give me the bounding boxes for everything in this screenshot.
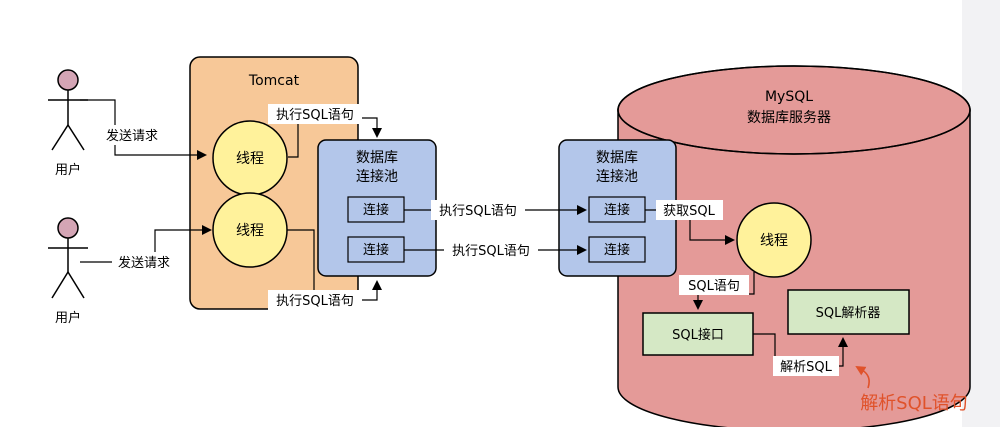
request-label-2: 发送请求 <box>118 255 170 271</box>
sql-parser-box <box>787 289 910 335</box>
sql-interface-label: SQL接口 <box>672 327 724 343</box>
conn-label-2: 执行SQL语句 <box>452 244 530 259</box>
tomcat-connection-1 <box>347 196 405 223</box>
mysql-pool-title-line1: 数据库 <box>596 150 638 166</box>
sql-interface-box <box>642 312 754 356</box>
conn-label-1: 执行SQL语句 <box>439 204 517 219</box>
parse-sql-label-bg <box>773 356 839 376</box>
parse-sql-label: 解析SQL <box>780 360 832 375</box>
user-label-2: 用户 <box>55 310 81 326</box>
mysql-thread <box>736 202 812 278</box>
request-label-bg-1 <box>100 125 164 145</box>
sql-stmt-label: SQL语句 <box>688 279 740 294</box>
tomcat-thread-label-2: 线程 <box>236 223 264 239</box>
user-label-1: 用户 <box>55 162 81 178</box>
tomcat-title: Tomcat <box>248 73 300 89</box>
conn-label-bg-1 <box>431 200 525 220</box>
tomcat-connection-label-1: 连接 <box>363 202 389 218</box>
mysql-title-line2: 数据库服务器 <box>747 110 831 126</box>
sql-stmt-label-bg <box>679 275 749 295</box>
sql-parser-label: SQL解析器 <box>816 306 881 321</box>
get-sql-label-bg <box>656 200 723 220</box>
exec-sql-label-bg-top <box>268 104 362 124</box>
get-sql-label: 获取SQL <box>663 204 715 219</box>
tomcat-pool-title-line2: 连接池 <box>356 168 398 185</box>
mysql-title-line1: MySQL <box>765 89 813 105</box>
user-actor-1 <box>48 69 88 151</box>
mysql-connection-2 <box>588 236 646 263</box>
annotation-arrow <box>855 365 870 389</box>
tomcat-pool-title-line1: 数据库 <box>356 150 398 166</box>
mysql-connection-label-1: 连接 <box>604 202 630 218</box>
conn-label-bg-2 <box>444 240 538 260</box>
mysql-connection-1 <box>588 196 646 223</box>
mysql-thread-label: 线程 <box>760 233 788 249</box>
exec-sql-label-top: 执行SQL语句 <box>276 108 354 123</box>
request-label-1: 发送请求 <box>106 128 158 144</box>
user-actor-2 <box>48 217 88 299</box>
tomcat-connection-label-2: 连接 <box>363 242 389 258</box>
request-label-bg-2 <box>112 252 176 272</box>
tomcat-thread-label-1: 线程 <box>236 151 264 167</box>
exec-sql-label-bottom: 执行SQL语句 <box>276 294 354 309</box>
annotation-label: 解析SQL语句 <box>860 393 968 414</box>
exec-sql-label-bg-bottom <box>268 290 362 310</box>
mysql-connection-label-2: 连接 <box>604 242 630 258</box>
mysql-pool-title-line2: 连接池 <box>596 168 638 185</box>
